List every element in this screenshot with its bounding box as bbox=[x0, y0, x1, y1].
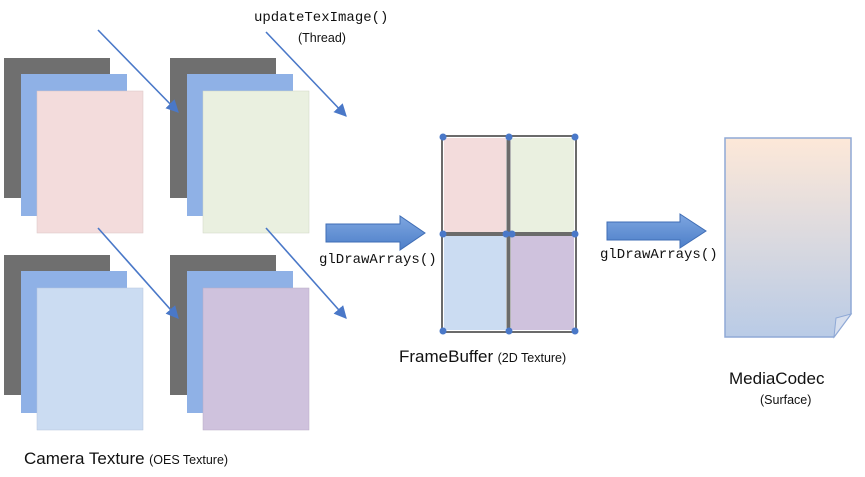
camera-stack-top-left bbox=[4, 58, 144, 234]
camera-texture-label: Camera Texture bbox=[24, 449, 145, 468]
framebuffer-cell-pink bbox=[444, 138, 506, 232]
camera-texture-caption: Camera Texture (OES Texture) bbox=[24, 449, 228, 469]
mediacodec-label: MediaCodec bbox=[729, 369, 825, 388]
camera-texture-sublabel: (OES Texture) bbox=[149, 453, 229, 467]
camera-stack-bottom-left bbox=[4, 255, 144, 431]
framebuffer-sublabel: (2D Texture) bbox=[497, 351, 567, 365]
update-arrow-1 bbox=[97, 29, 179, 113]
framebuffer-caption: FrameBuffer (2D Texture) bbox=[399, 347, 566, 367]
update-arrow-3 bbox=[97, 227, 179, 319]
framebuffer-cell-green bbox=[511, 138, 574, 232]
block-arrow-to-framebuffer bbox=[325, 215, 426, 251]
mediacodec-surface bbox=[724, 137, 853, 339]
camera-stack-top-right bbox=[170, 58, 310, 234]
framebuffer-cell-purple bbox=[511, 236, 574, 330]
update-arrow-4 bbox=[265, 227, 347, 319]
framebuffer-cell-blue bbox=[444, 236, 506, 330]
thread-label: (Thread) bbox=[298, 31, 346, 45]
gldrawarrays-label-1: glDrawArrays() bbox=[319, 252, 437, 268]
framebuffer-grid bbox=[439, 133, 579, 335]
update-arrow-2 bbox=[265, 31, 347, 117]
selection-handles bbox=[439, 133, 579, 335]
camera-stack-bottom-right bbox=[170, 255, 310, 431]
update-teximage-label: updateTexImage() bbox=[254, 10, 389, 26]
framebuffer-label: FrameBuffer bbox=[399, 347, 494, 366]
surface-label: (Surface) bbox=[760, 393, 812, 407]
gldrawarrays-label-2: glDrawArrays() bbox=[600, 247, 718, 263]
block-arrow-to-mediacodec bbox=[606, 213, 707, 249]
